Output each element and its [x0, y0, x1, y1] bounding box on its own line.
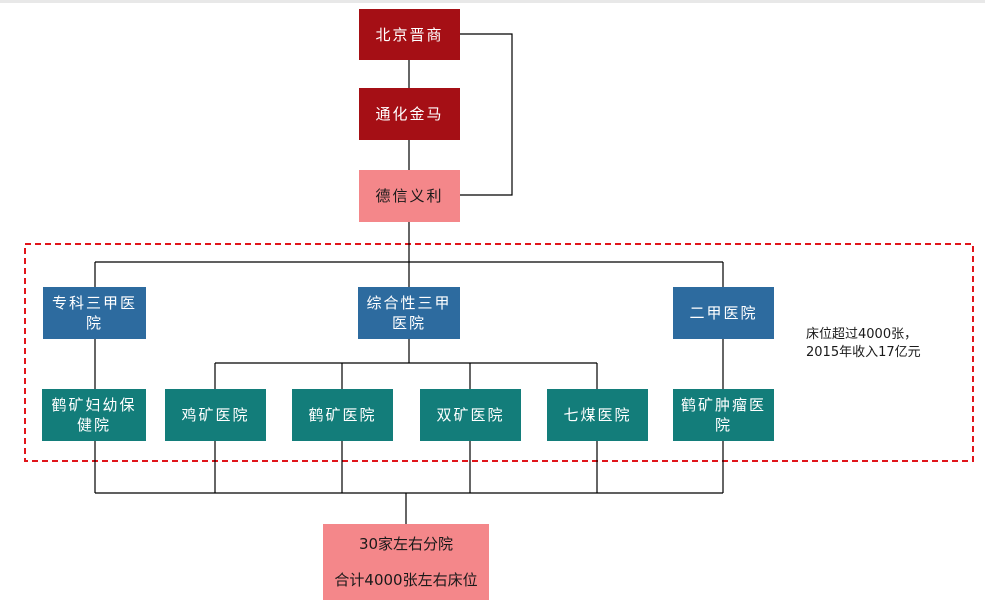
node-tumor-hospital: 鹤矿肿瘤医院	[673, 389, 774, 441]
node-general-class-a: 综合性三甲医院	[358, 287, 460, 339]
node-maternal-child-hospital: 鹤矿妇幼保健院	[42, 389, 146, 441]
node-label: 专科三甲医院	[51, 294, 137, 332]
node-label: 七煤医院	[563, 406, 632, 424]
node-label: 北京晋商	[375, 25, 444, 44]
capacity-annotation: 床位超过4000张， 2015年收入17亿元	[806, 326, 921, 362]
node-label: 通化金马	[375, 105, 444, 123]
top-border-line	[0, 0, 985, 3]
node-branch-hospitals: 30家左右分院 合计4000张左右床位	[323, 524, 489, 600]
hospital-group-boundary	[24, 243, 974, 462]
node-label: 德信义利	[375, 187, 444, 205]
node-label: 鹤矿医院	[308, 406, 377, 424]
node-jixi-mine-hospital: 鸡矿医院	[165, 389, 266, 441]
node-shuangya-mine-hospital: 双矿医院	[420, 389, 521, 441]
node-specialty-class-a: 专科三甲医院	[43, 287, 146, 339]
node-tonghua-jinma: 通化金马	[359, 88, 460, 140]
node-beijing-jinshang: 北京晋商	[359, 9, 460, 60]
node-hegang-mine-hospital: 鹤矿医院	[292, 389, 393, 441]
branch-count-label: 30家左右分院	[358, 535, 454, 553]
node-label: 综合性三甲医院	[366, 294, 452, 332]
node-dexin-yili: 德信义利	[359, 170, 460, 222]
node-second-class: 二甲医院	[673, 287, 774, 339]
node-label: 鸡矿医院	[181, 406, 250, 424]
annotation-line-1: 床位超过4000张，	[806, 327, 918, 342]
node-qimei-hospital: 七煤医院	[547, 389, 648, 441]
branch-beds-label: 合计4000张左右床位	[334, 571, 478, 589]
node-label: 鹤矿妇幼保健院	[51, 396, 137, 434]
annotation-line-2: 2015年收入17亿元	[806, 345, 921, 360]
node-label: 双矿医院	[436, 406, 505, 424]
node-label: 二甲医院	[689, 304, 758, 322]
node-label: 鹤矿肿瘤医院	[680, 396, 766, 434]
